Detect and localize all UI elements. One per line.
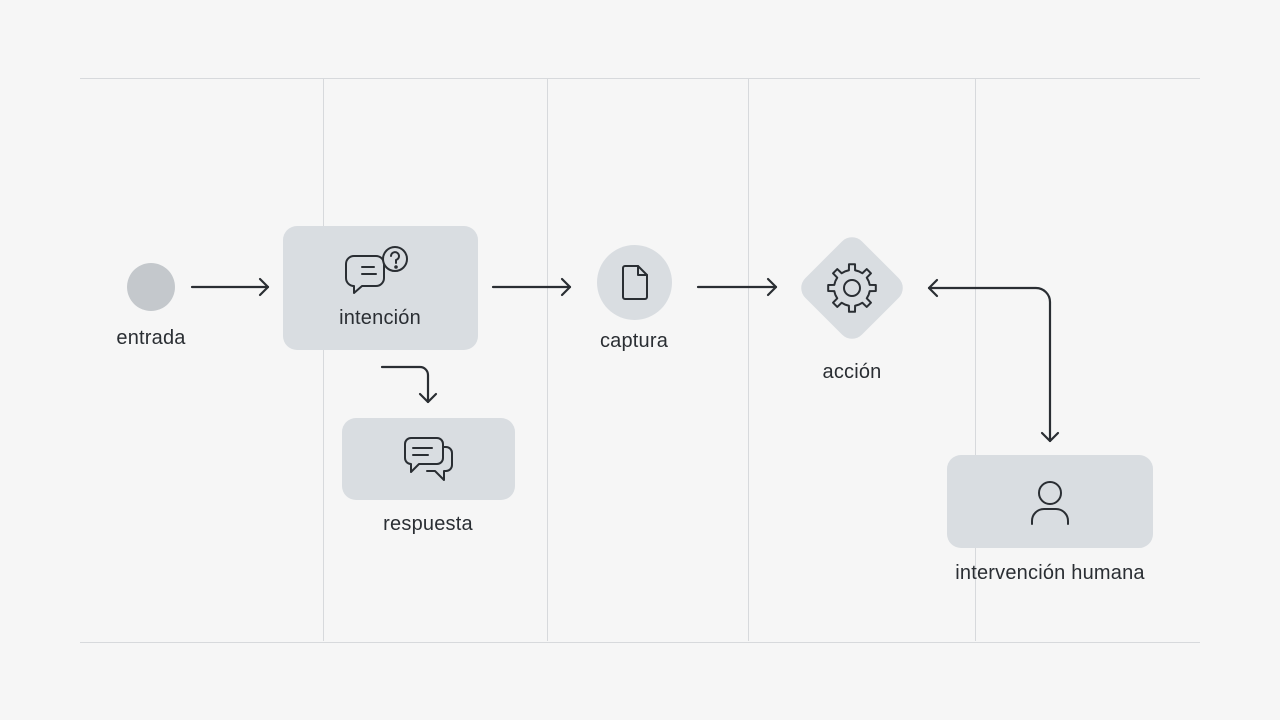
lane-separator — [748, 78, 749, 641]
arrow-intencion-respuesta — [380, 365, 438, 404]
lane-separator — [975, 78, 976, 641]
respuesta-label: respuesta — [383, 513, 473, 535]
start-node — [127, 263, 175, 311]
intencion-node — [283, 226, 478, 350]
captura-node — [597, 245, 672, 320]
gear-icon — [827, 263, 877, 313]
intervencion-node — [947, 455, 1153, 548]
captura-label: captura — [599, 330, 669, 352]
intencion-label: intención — [339, 307, 421, 329]
arrow-captura-accion — [696, 277, 778, 297]
document-icon — [622, 265, 648, 300]
question-chat-icon — [345, 246, 408, 294]
arrow-entrada-intencion — [190, 277, 270, 297]
intervencion-label: intervención humana — [955, 562, 1145, 584]
lane-separator — [547, 78, 548, 641]
person-icon — [1031, 481, 1069, 525]
arrow-accion-intervencion — [927, 278, 1060, 443]
diagram-frame — [80, 78, 1200, 643]
start-node-label: entrada — [116, 327, 186, 349]
arrow-intencion-captura — [491, 277, 572, 297]
chat-bubbles-icon — [404, 437, 453, 481]
lane-separator — [323, 78, 324, 641]
accion-label: acción — [822, 361, 882, 383]
